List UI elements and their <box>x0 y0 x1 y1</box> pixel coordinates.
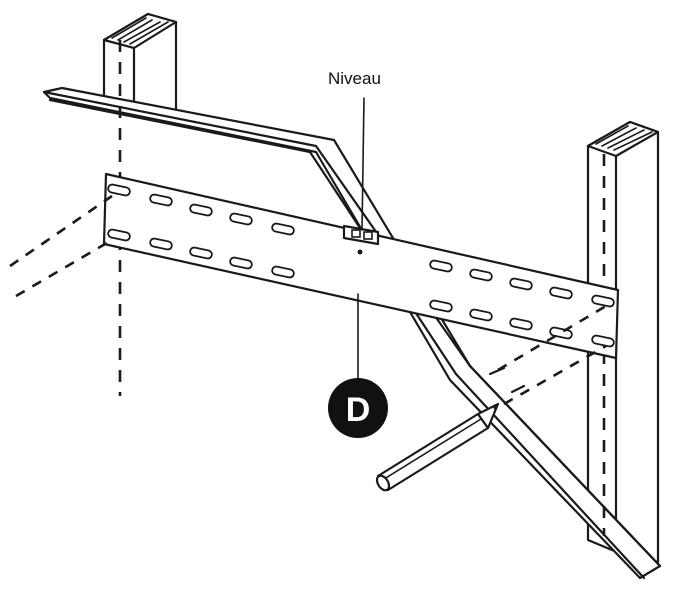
spirit-level-icon <box>342 224 380 255</box>
level-label: Niveau <box>328 69 381 88</box>
slot <box>189 203 213 217</box>
slot <box>429 259 453 273</box>
slot <box>271 265 295 279</box>
slot <box>509 277 533 291</box>
mounting-slots-right <box>429 259 615 348</box>
slot <box>549 286 573 300</box>
slot <box>429 299 453 313</box>
slot <box>229 256 253 270</box>
mounting-slots-left <box>107 183 295 279</box>
slot <box>107 183 131 197</box>
slot <box>189 246 213 260</box>
drill-guide-lower-left <box>15 238 113 298</box>
slot <box>509 317 533 331</box>
slot <box>591 334 615 348</box>
left-wall-stud <box>102 12 178 120</box>
slot <box>591 294 615 308</box>
slot <box>149 237 173 251</box>
slot <box>469 268 493 282</box>
slot <box>271 222 295 236</box>
pencil-mark <box>510 384 526 394</box>
part-d-badge: D <box>328 378 388 438</box>
drill-guide-upper-left <box>9 194 113 268</box>
drill-guide-lower-right <box>503 344 607 406</box>
level-leader-line <box>361 97 365 231</box>
slot <box>229 212 253 226</box>
pencil-icon <box>375 402 500 492</box>
slot <box>469 308 493 322</box>
part-d-letter: D <box>346 391 371 429</box>
slot <box>149 193 173 207</box>
drill-guide-upper-right <box>497 304 607 372</box>
pencil-mark <box>488 366 506 376</box>
slot <box>107 228 131 242</box>
